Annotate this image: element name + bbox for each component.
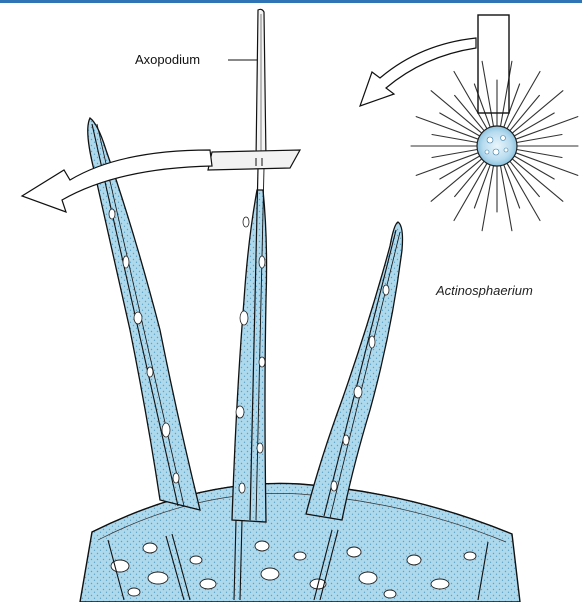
organism-spine — [510, 161, 540, 196]
cell-body — [80, 483, 520, 602]
organism-spine — [517, 150, 562, 158]
organism-spine — [482, 166, 493, 231]
axopod-center — [232, 9, 267, 522]
organism-spine — [416, 153, 478, 176]
organism-spine — [516, 153, 578, 176]
actinosphaerium-organism — [411, 61, 578, 230]
organism-spine — [516, 117, 578, 140]
organism-spine — [432, 135, 477, 143]
organism-spine — [501, 166, 512, 231]
cross-section-plane — [208, 150, 300, 170]
header-bar — [0, 0, 582, 3]
organism-label: Actinosphaerium — [435, 283, 533, 298]
organism-spine — [510, 95, 540, 130]
curved-arrow-right — [360, 38, 476, 106]
organism-spine — [455, 161, 485, 196]
organism-spine — [432, 150, 477, 158]
organism-spine — [416, 117, 478, 140]
axopod-right — [306, 222, 403, 520]
axopodium-label: Axopodium — [135, 52, 200, 67]
organism-spine — [501, 61, 512, 126]
organism-spine — [482, 61, 493, 126]
organism-spine — [517, 135, 562, 143]
